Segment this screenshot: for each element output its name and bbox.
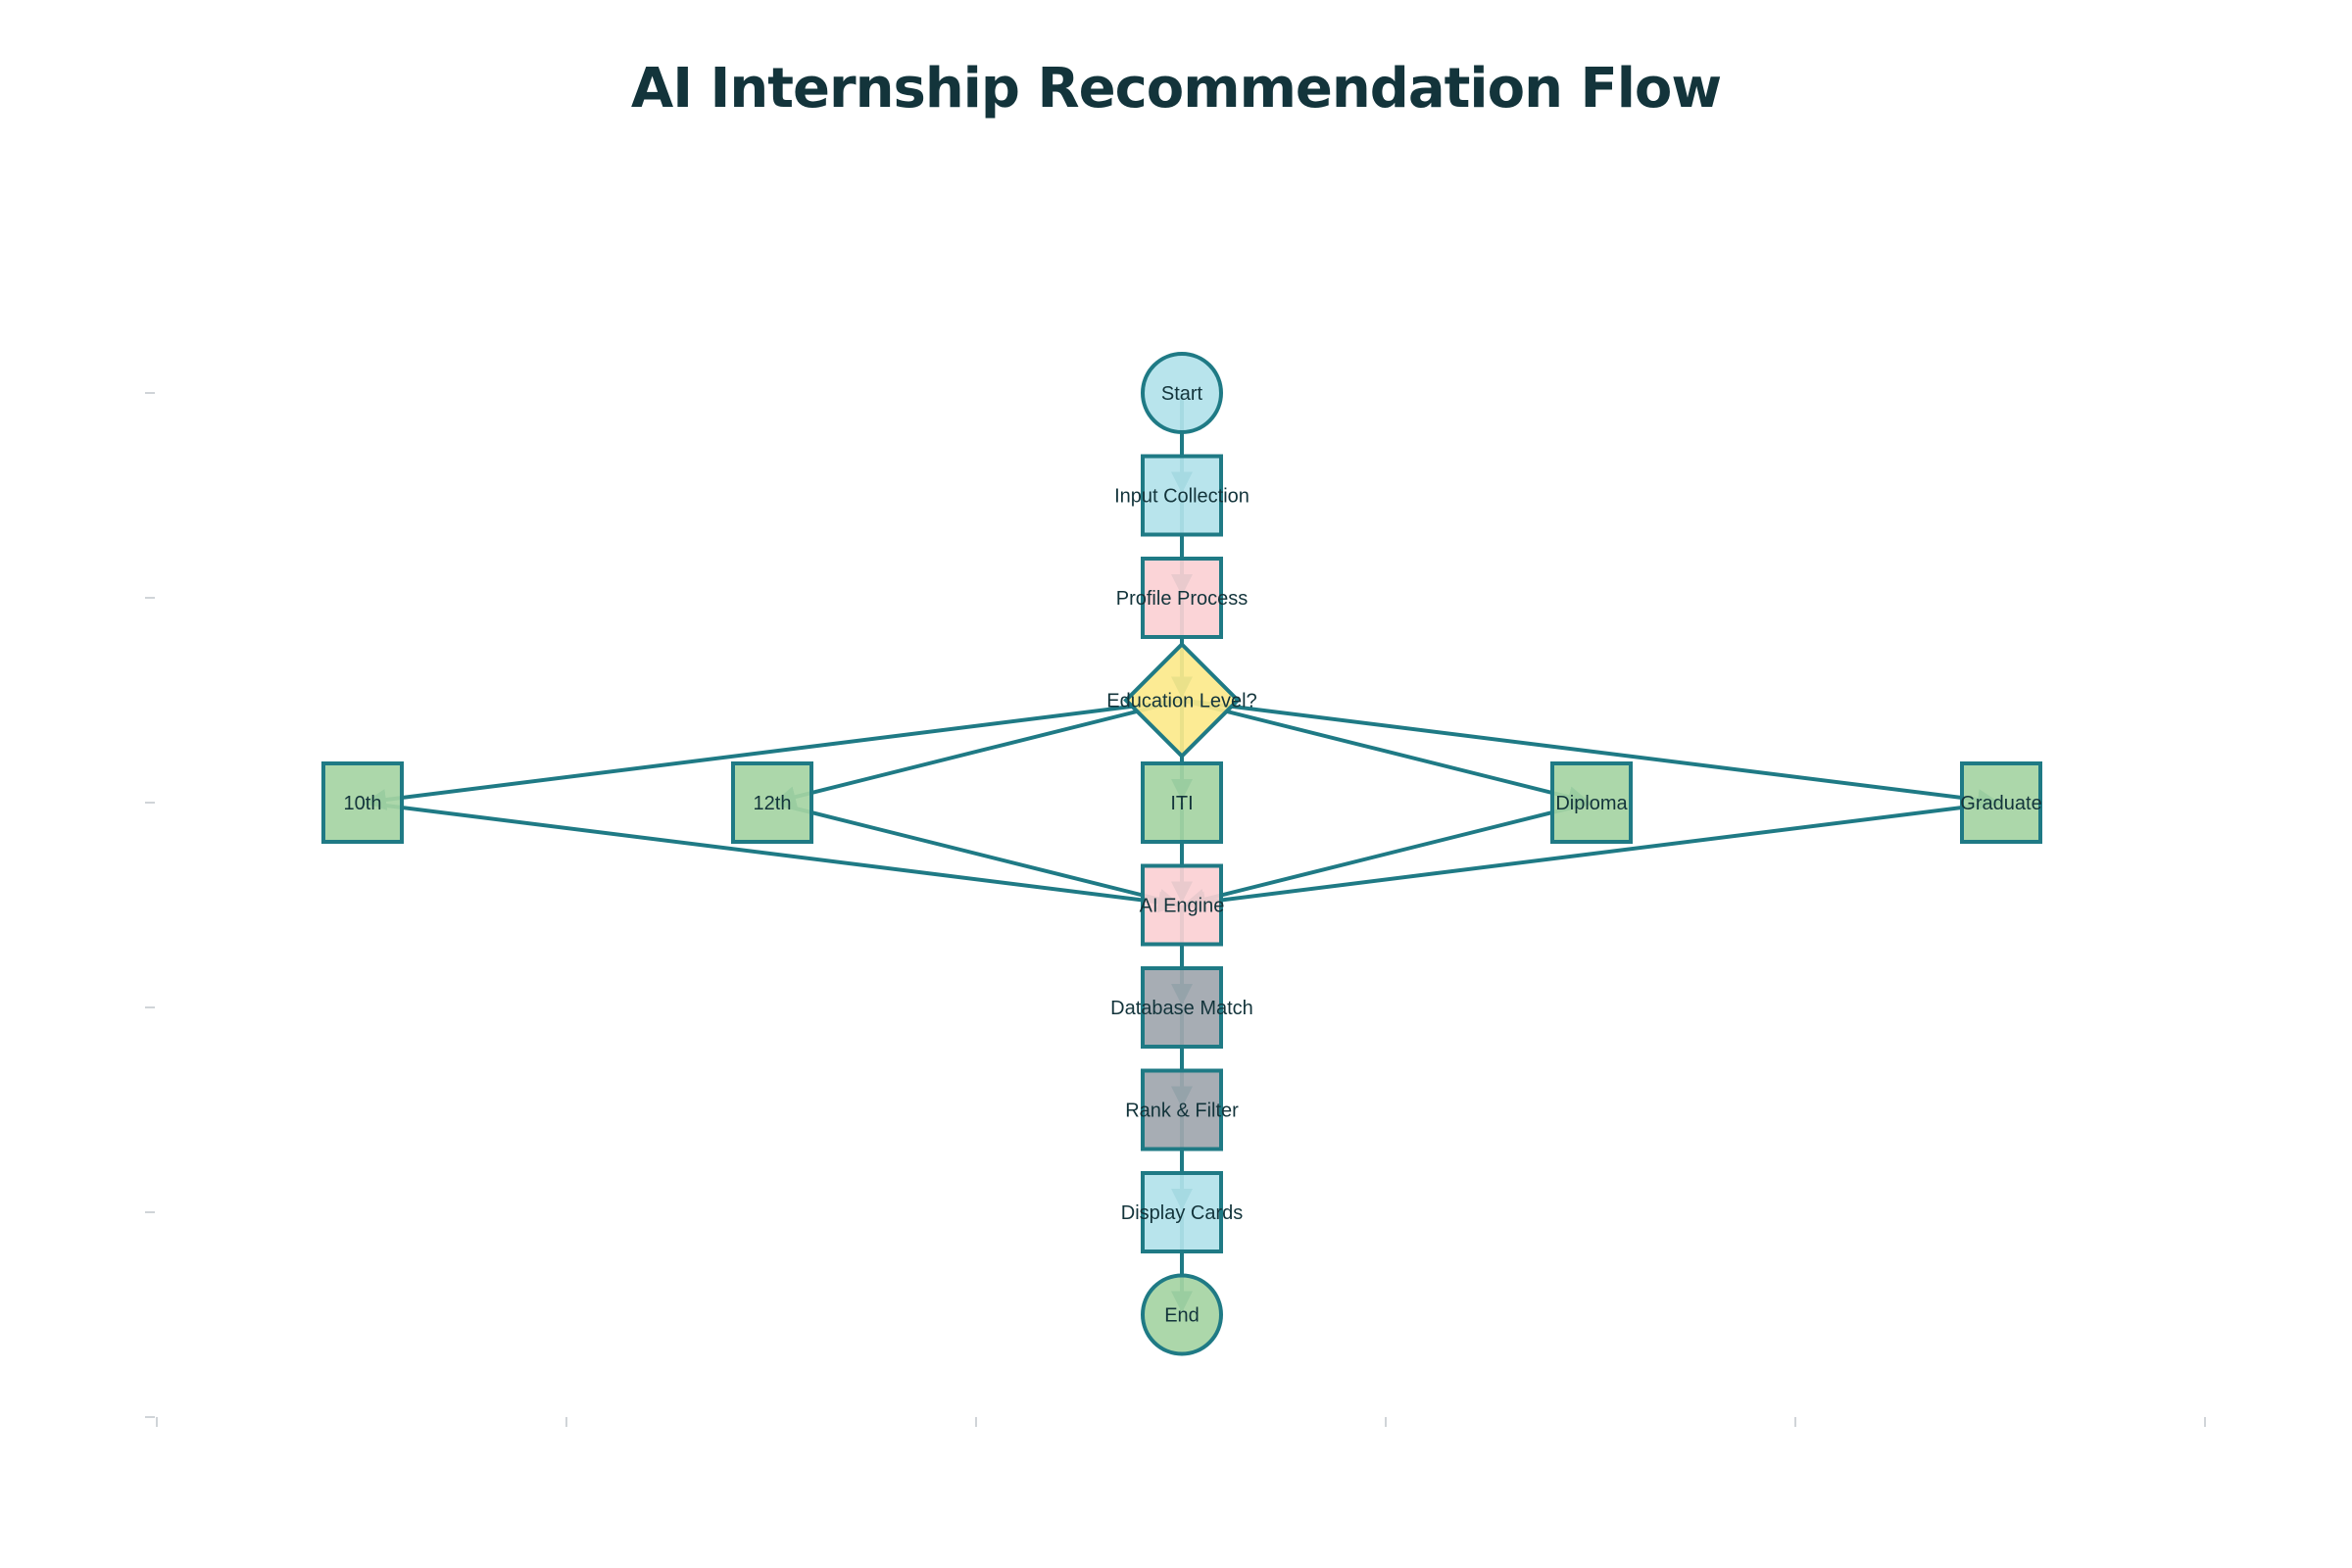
node-db: Database Match [1110, 966, 1253, 1049]
node-label: Start [1161, 383, 1203, 405]
edge-edu-to-twelfth [773, 698, 1183, 808]
node-shape-diamond [1123, 641, 1241, 760]
page-title: AI Internship Recommendation Flow [630, 57, 1722, 121]
node-label: ITI [1170, 793, 1193, 814]
node-tenth: 10th [321, 761, 404, 844]
node-shape-square [1141, 966, 1223, 1049]
node-shape-square [1141, 454, 1223, 537]
node-label: Display Cards [1121, 1202, 1243, 1224]
node-shape-circle [1141, 1273, 1223, 1356]
node-label: Diploma [1555, 793, 1628, 814]
axis-ticks [145, 392, 2206, 1427]
node-label: Input Collection [1114, 486, 1250, 508]
node-label: Rank & Filter [1125, 1101, 1239, 1122]
node-shape-square [1550, 761, 1633, 844]
node-rank: Rank & Filter [1125, 1068, 1239, 1152]
node-edu: Education Level? [1106, 641, 1257, 760]
node-shape-square [1141, 557, 1223, 639]
edge-diploma-to-ai [1183, 801, 1592, 910]
node-end: End [1141, 1273, 1223, 1356]
edge-tenth-to-ai [362, 801, 1181, 913]
node-label: Database Match [1110, 998, 1253, 1019]
node-label: 10th [344, 793, 382, 814]
node-shape-square [1141, 863, 1223, 947]
edge-edu-to-diploma [1181, 698, 1591, 808]
node-diploma: Diploma [1550, 761, 1633, 844]
node-twelfth: 12th [731, 761, 813, 844]
node-label: 12th [754, 793, 792, 814]
node-label: End [1164, 1305, 1200, 1327]
node-profile: Profile Process [1116, 557, 1249, 639]
edge-edu-to-tenth [364, 698, 1183, 810]
node-shape-square [1141, 1068, 1223, 1152]
node-start: Start [1141, 352, 1223, 434]
node-label: AI Engine [1140, 896, 1225, 917]
node-label: Profile Process [1116, 588, 1249, 610]
node-shape-square [1960, 761, 2042, 844]
node-shape-square [1141, 1171, 1223, 1253]
edge-edu-to-graduate [1181, 698, 2000, 810]
node-label: Graduate [1960, 793, 2041, 814]
node-input: Input Collection [1114, 454, 1250, 537]
edge-graduate-to-ai [1183, 801, 2002, 913]
node-graduate: Graduate [1960, 761, 2042, 844]
node-label: Education Level? [1106, 691, 1256, 712]
node-shape-square [731, 761, 813, 844]
node-iti: ITI [1141, 761, 1223, 844]
node-shape-circle [1141, 352, 1223, 434]
node-display: Display Cards [1121, 1171, 1243, 1253]
node-shape-square [321, 761, 404, 844]
node-shape-square [1141, 761, 1223, 844]
edge-twelfth-to-ai [771, 801, 1181, 910]
node-ai: AI Engine [1140, 863, 1225, 947]
